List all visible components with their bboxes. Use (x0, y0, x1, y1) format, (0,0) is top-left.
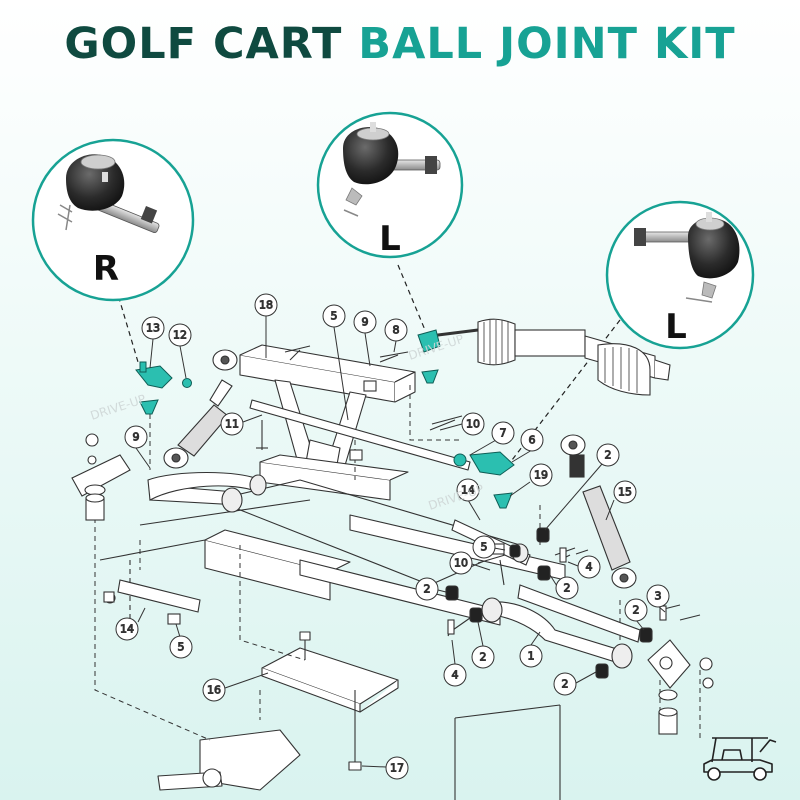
svg-text:5: 5 (331, 310, 338, 323)
svg-text:11: 11 (225, 418, 239, 431)
svg-text:16: 16 (207, 684, 221, 697)
svg-text:5: 5 (481, 541, 488, 554)
svg-text:2: 2 (424, 583, 431, 596)
svg-text:7: 7 (500, 427, 507, 440)
left-shock (163, 349, 238, 469)
svg-text:8: 8 (393, 324, 400, 337)
part-bubble: 2 (471, 621, 495, 669)
svg-text:15: 15 (618, 486, 632, 499)
callout-left-tie-rod-joint: L (316, 111, 464, 259)
svg-text:12: 12 (173, 329, 187, 342)
part-bubble: 2 (415, 577, 447, 601)
callout-left-ball-joint: L (605, 200, 755, 350)
part-bubble: 4 (567, 555, 601, 579)
part-bubble: 18 (254, 293, 278, 358)
part-bubble: 2 (624, 598, 648, 631)
svg-text:10: 10 (466, 418, 480, 431)
svg-text:9: 9 (133, 431, 140, 444)
part-bubble: 8 (384, 318, 408, 353)
part-bubble: 2 (549, 574, 579, 600)
svg-text:14: 14 (461, 484, 475, 497)
part-bubble: 5 (322, 304, 349, 421)
ball-joint-highlight-left-shock (135, 361, 192, 415)
part-bubble (575, 549, 589, 555)
svg-text:2: 2 (564, 582, 571, 595)
part-bubble: 10 (439, 412, 485, 436)
svg-text:10: 10 (454, 557, 468, 570)
left-a-arm (104, 472, 267, 613)
part-bubble: 11 (220, 412, 263, 436)
part-bubble: 3 (646, 584, 670, 613)
svg-text:13: 13 (146, 322, 160, 335)
part-bubble: 15 (605, 480, 637, 521)
part-bubble: 1 (519, 631, 543, 668)
title-part-2: BALL JOINT KIT (358, 19, 736, 69)
svg-text:19: 19 (534, 469, 548, 482)
ball-joint-photo-left-right (634, 212, 740, 303)
svg-text:9: 9 (362, 316, 369, 329)
part-bubble: 13 (141, 316, 165, 369)
part-bubble: 4 (443, 639, 467, 687)
part-bubble: 19 (509, 463, 553, 497)
ball-joint-highlight-tie-rod (417, 329, 441, 384)
right-spindle-bracket (647, 639, 714, 735)
part-bubble: 12 (168, 323, 192, 379)
svg-text:3: 3 (655, 590, 662, 603)
golf-cart-icon (703, 737, 777, 781)
svg-text:14: 14 (120, 623, 134, 636)
svg-text:4: 4 (586, 561, 593, 574)
svg-text:1: 1 (528, 650, 535, 663)
page-title: GOLF CART BALL JOINT KIT (0, 14, 800, 74)
svg-text:4: 4 (452, 669, 459, 682)
right-shock (560, 434, 637, 589)
svg-text:17: 17 (390, 762, 404, 775)
part-bubble: 5 (169, 623, 193, 659)
svg-text:DRIVE-UP: DRIVE-UP (427, 482, 486, 513)
part-bubble: 9 (353, 310, 377, 367)
frame-linework (99, 344, 701, 800)
part-bubble: 7 (469, 421, 515, 456)
side-label-l-center: L (379, 219, 401, 259)
title-part-1: GOLF CART (64, 19, 343, 69)
svg-text:2: 2 (480, 651, 487, 664)
dashed-leaders (94, 385, 701, 741)
part-bubble: 16 (202, 672, 269, 702)
svg-text:6: 6 (529, 434, 536, 447)
part-bubble: 6 (511, 428, 544, 463)
part-bubble: 14 (456, 478, 481, 521)
side-label-r: R (93, 249, 119, 289)
steering-rack (429, 318, 671, 396)
part-bubble: 5 (472, 535, 506, 559)
svg-text:5: 5 (178, 641, 185, 654)
ball-joint-highlight-right (453, 451, 515, 509)
svg-text:DRIVE-UP: DRIVE-UP (89, 392, 148, 423)
part-bubble: 9 (124, 425, 151, 469)
part-number-bubbles: 18 5 9 8 13 12 11 10 7 6 9 19 2 14 15 5 … (115, 293, 670, 780)
left-spindle-bracket (71, 433, 131, 521)
svg-text:2: 2 (605, 449, 612, 462)
ball-joint-photo-right (57, 154, 160, 233)
ball-joint-photo-left-center (343, 122, 441, 217)
part-bubble: 2 (553, 671, 597, 696)
svg-text:2: 2 (633, 604, 640, 617)
svg-text:2: 2 (562, 678, 569, 691)
callout-right-ball-joint: R (31, 138, 195, 302)
part-bubble: 14 (115, 607, 146, 641)
side-label-l-right: L (665, 307, 687, 347)
part-bubble: 2 (544, 443, 620, 531)
part-bubble: 17 (361, 756, 409, 780)
svg-text:18: 18 (259, 299, 273, 312)
part-bubble: 10 (449, 551, 491, 575)
